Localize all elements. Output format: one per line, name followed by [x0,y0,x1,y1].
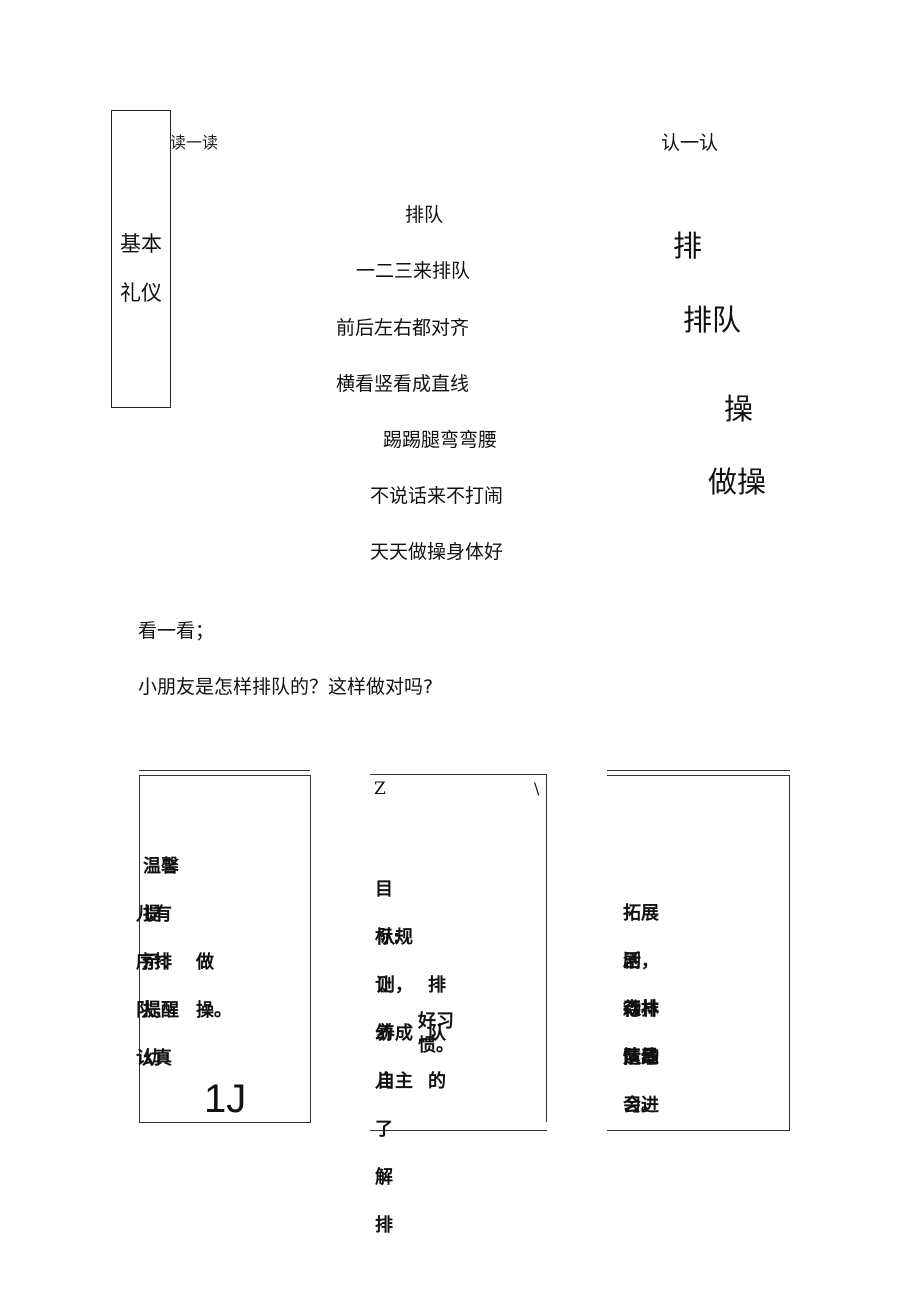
poem-line-7: 天天做操身体好 [370,541,504,563]
tip-line-3: 做操。 [196,952,232,1021]
goal-line-2: 队规则，养成自主 [377,927,413,1092]
goal-corner-right: \ [534,779,540,798]
basic-etiquette-box: 基本 礼仪 [111,110,171,408]
tip-card-left-border [139,775,140,1123]
extend-card-top-border [607,775,790,776]
goal-card-bottom-border [370,1130,547,1131]
side-label-line2: 礼仪 [120,281,162,305]
poem-line-2: 一二三来排队 [356,260,471,282]
goal-line-3: 排队的 [428,975,446,1092]
extend-line-1: 拓展活动：情景 [623,903,659,1068]
read-label: 读一读 [170,133,219,152]
goal-card-top-border [370,774,547,775]
extend-card-top-rule [607,770,790,771]
tip-line-2: 儿有序排队，认真 [136,904,172,1069]
side-label-line1: 基本 [120,232,162,256]
tip-mark: 1J [204,1077,247,1121]
poem-line-1: 排队 [405,204,444,226]
char-cao: 操 [724,392,754,426]
poem-line-6: 不说话来不打闹 [370,485,504,507]
goal-card-right-border [546,774,547,1122]
char-paidui: 排队 [683,303,742,337]
goal-line-1: 目标:让幼儿了解排 [375,879,401,1236]
poem-line-5: 踢踢腿弯弯腰 [383,429,498,451]
poem-line-4: 横看竖看成直线 [336,373,470,395]
char-zuocao: 做操 [708,465,767,499]
extend-line-2: 剧，森林运动会进 [623,951,659,1116]
look-label: 看一看； [138,620,215,642]
goal-line-4: 好习惯。 [418,1011,454,1056]
poem-line-3: 前后左右都对齐 [336,317,470,339]
question-text: 小朋友是怎样排队的？这样做对吗? [138,676,434,698]
tip-card-right-border [310,775,311,1123]
char-pai: 排 [673,229,703,263]
tip-card-bottom-border [139,1122,311,1123]
extend-card-right-border [789,775,790,1131]
tip-card-top-rule [139,770,310,771]
goal-corner-left: Z [374,779,386,799]
extend-card-bottom-border [607,1130,790,1131]
recognize-label: 认一认 [661,132,719,154]
tip-card-top-border [139,775,310,776]
tip-line-1: 温馨提示：提醒幼 [143,856,179,1069]
extend-line-3: 行排队练习。 [623,999,659,1116]
